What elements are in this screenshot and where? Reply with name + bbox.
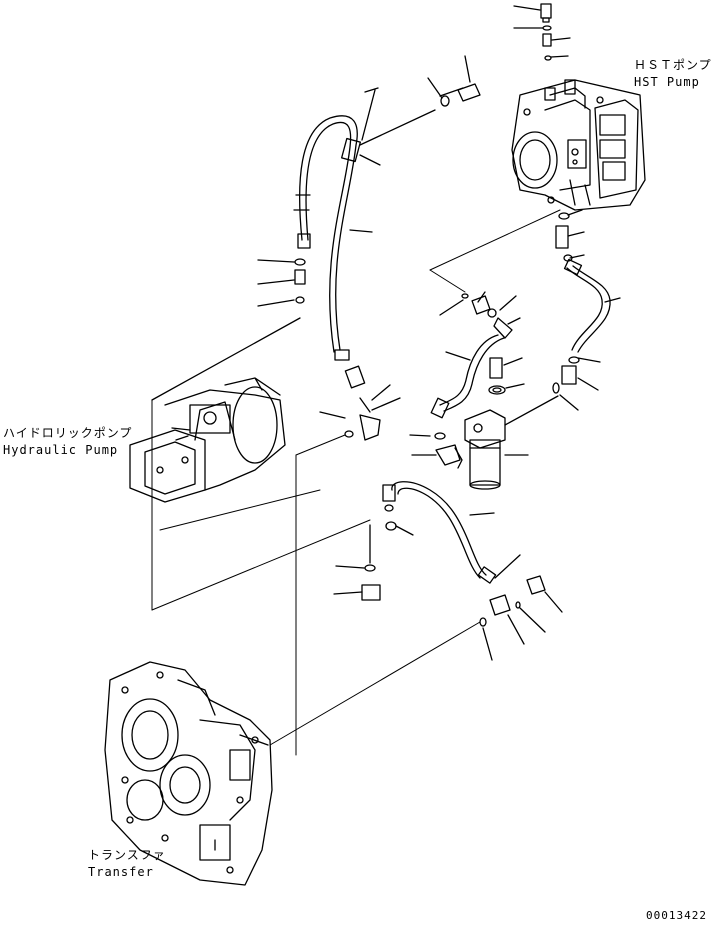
hst-output-fittings (504, 209, 621, 426)
transfer-case (104, 661, 273, 886)
hst-top-fittings (513, 3, 571, 61)
routing-lines (151, 209, 561, 756)
lower-fittings (333, 524, 381, 601)
filter-hose (430, 334, 505, 419)
drawing-number: 00013422 (646, 909, 707, 922)
hst-pump-label-jp: ＨＳＴポンプ (634, 58, 712, 72)
hydraulic-pump-label-en: Hydraulic Pump (3, 443, 119, 457)
bolt-and-washer (427, 55, 481, 107)
upper-hose (293, 87, 436, 389)
hst-pump-label-en: HST Pump (634, 75, 700, 89)
filter-bolt (488, 357, 525, 395)
hose-left-fittings (151, 258, 306, 401)
filter-elbow (411, 432, 461, 466)
transfer-fittings (479, 554, 563, 661)
pump-elbow (319, 384, 401, 441)
hydraulic-pump (129, 377, 286, 503)
middle-fittings (439, 291, 521, 339)
transfer-label-en: Transfer (88, 865, 154, 879)
hydraulic-pump-label-jp: ハイドロリックポンプ (3, 426, 133, 440)
transfer-label-jp: トランスファ (88, 848, 166, 862)
hst-pump (511, 79, 646, 211)
lower-hose (382, 481, 497, 584)
